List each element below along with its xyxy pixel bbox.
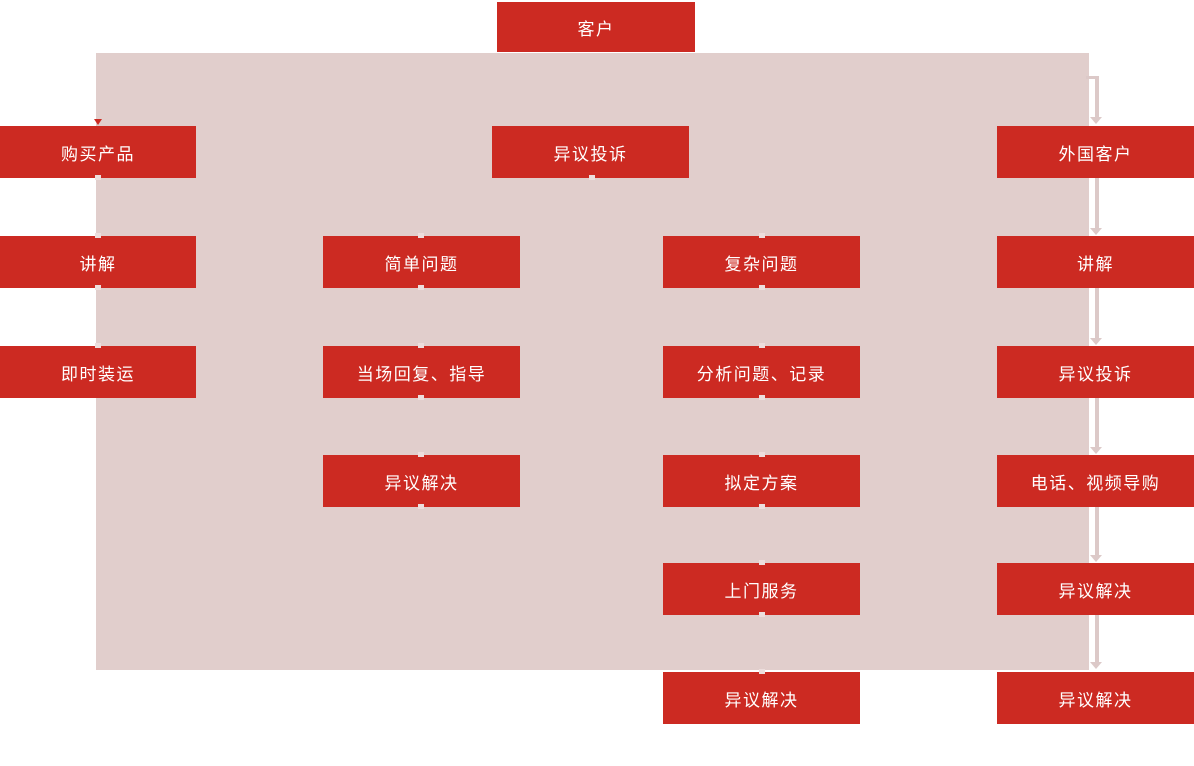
- connector-shaft-foreign-3: [1095, 398, 1099, 448]
- connector-shaft-foreign-5: [1095, 615, 1099, 663]
- connector-nub: [759, 504, 765, 509]
- node-objection-resolved-complex: 异议解决: [663, 672, 860, 724]
- connector-shaft-foreign-2: [1095, 288, 1099, 339]
- connector-nub: [759, 612, 765, 617]
- node-foreign-customer: 外国客户: [997, 126, 1194, 178]
- connector-nub: [95, 233, 101, 238]
- node-instant-shipping: 即时装运: [0, 346, 196, 398]
- connector-shaft-root-to-foreign: [1095, 76, 1099, 118]
- connector-nub: [95, 343, 101, 348]
- arrow-down-icon: [1090, 555, 1102, 562]
- arrow-down-icon: [1090, 228, 1102, 235]
- node-phone-video-guide: 电话、视频导购: [997, 455, 1194, 507]
- node-complaint-intake: 异议投诉: [492, 126, 689, 178]
- connector-shaft-foreign-4: [1095, 507, 1099, 556]
- connector-nub: [759, 285, 765, 290]
- connector-nub: [95, 285, 101, 290]
- node-customer: 客户: [497, 2, 695, 52]
- node-objection-resolved-final: 异议解决: [997, 672, 1194, 724]
- connector-nub: [418, 233, 424, 238]
- connector-nub: [759, 233, 765, 238]
- node-complaint-foreign: 异议投诉: [997, 346, 1194, 398]
- node-onsite-reply-guidance: 当场回复、指导: [323, 346, 520, 398]
- connector-nub: [418, 395, 424, 400]
- arrow-down-icon: [94, 119, 102, 125]
- connector-nub: [759, 452, 765, 457]
- connector-shaft-foreign-1: [1095, 178, 1099, 229]
- connector-nub: [418, 452, 424, 457]
- connector-nub: [95, 175, 101, 180]
- node-explain-domestic: 讲解: [0, 236, 196, 288]
- arrow-down-icon: [1090, 338, 1102, 345]
- connector-nub: [759, 395, 765, 400]
- connector-nub: [418, 285, 424, 290]
- node-draft-solution: 拟定方案: [663, 455, 860, 507]
- connector-nub: [418, 504, 424, 509]
- arrow-down-icon: [1090, 447, 1102, 454]
- connector-nub: [418, 343, 424, 348]
- connector-elbow-horizontal: [1086, 76, 1098, 79]
- node-simple-issue: 简单问题: [323, 236, 520, 288]
- node-analyze-and-record: 分析问题、记录: [663, 346, 860, 398]
- connector-nub: [759, 343, 765, 348]
- node-door-to-door-service: 上门服务: [663, 563, 860, 615]
- arrow-down-icon: [1090, 117, 1102, 124]
- connector-nub: [759, 669, 765, 674]
- node-explain-foreign: 讲解: [997, 236, 1194, 288]
- arrow-down-icon: [1090, 662, 1102, 669]
- connector-nub: [589, 175, 595, 180]
- node-objection-resolved-simple: 异议解决: [323, 455, 520, 507]
- node-purchase-product: 购买产品: [0, 126, 196, 178]
- connector-nub: [759, 560, 765, 565]
- node-objection-resolved-foreign: 异议解决: [997, 563, 1194, 615]
- node-complex-issue: 复杂问题: [663, 236, 860, 288]
